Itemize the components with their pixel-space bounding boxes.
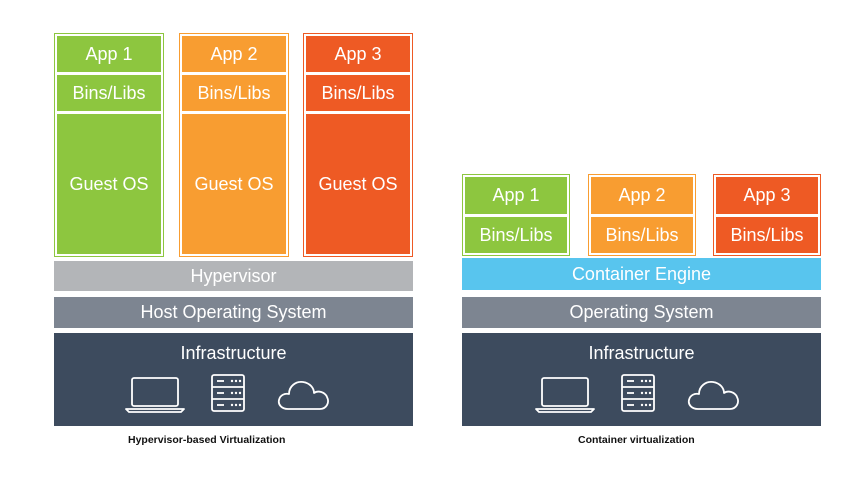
container-column-1: App 1 Bins/Libs (462, 174, 570, 256)
hypervisor-caption: Hypervisor-based Virtualization (128, 434, 286, 446)
container-column-2: App 2 Bins/Libs (588, 174, 696, 256)
host-os-layer: Host Operating System (54, 297, 413, 328)
hypervisor-layer: Hypervisor (54, 261, 413, 291)
infrastructure-layer: Infrastructure (462, 333, 821, 426)
bins-libs-block: Bins/Libs (57, 75, 161, 111)
cloud-icon (277, 381, 329, 410)
bins-libs-block: Bins/Libs (465, 217, 567, 253)
bins-libs-block: Bins/Libs (182, 75, 286, 111)
vm-column-3: App 3 Bins/Libs Guest OS (303, 33, 413, 257)
infrastructure-label: Infrastructure (588, 342, 695, 363)
app-block: App 1 (465, 177, 567, 214)
vm-column-1: App 1 Bins/Libs Guest OS (54, 33, 164, 257)
guest-os-block: Guest OS (182, 114, 286, 254)
guest-os-block: Guest OS (57, 114, 161, 254)
app-block: App 3 (306, 36, 410, 72)
operating-system-layer: Operating System (462, 297, 821, 328)
laptop-icon (535, 377, 595, 413)
bins-libs-block: Bins/Libs (591, 217, 693, 253)
bins-libs-block: Bins/Libs (716, 217, 818, 253)
container-column-3: App 3 Bins/Libs (713, 174, 821, 256)
infrastructure-layer: Infrastructure (54, 333, 413, 426)
container-engine-layer: Container Engine (462, 258, 821, 290)
server-icon (621, 374, 655, 412)
vm-column-2: App 2 Bins/Libs Guest OS (179, 33, 289, 257)
cloud-icon (687, 381, 739, 410)
app-block: App 2 (182, 36, 286, 72)
infrastructure-label: Infrastructure (180, 342, 287, 363)
app-block: App 2 (591, 177, 693, 214)
laptop-icon (125, 377, 185, 413)
bins-libs-block: Bins/Libs (306, 75, 410, 111)
server-icon (211, 374, 245, 412)
app-block: App 1 (57, 36, 161, 72)
app-block: App 3 (716, 177, 818, 214)
guest-os-block: Guest OS (306, 114, 410, 254)
container-caption: Container virtualization (578, 434, 695, 446)
